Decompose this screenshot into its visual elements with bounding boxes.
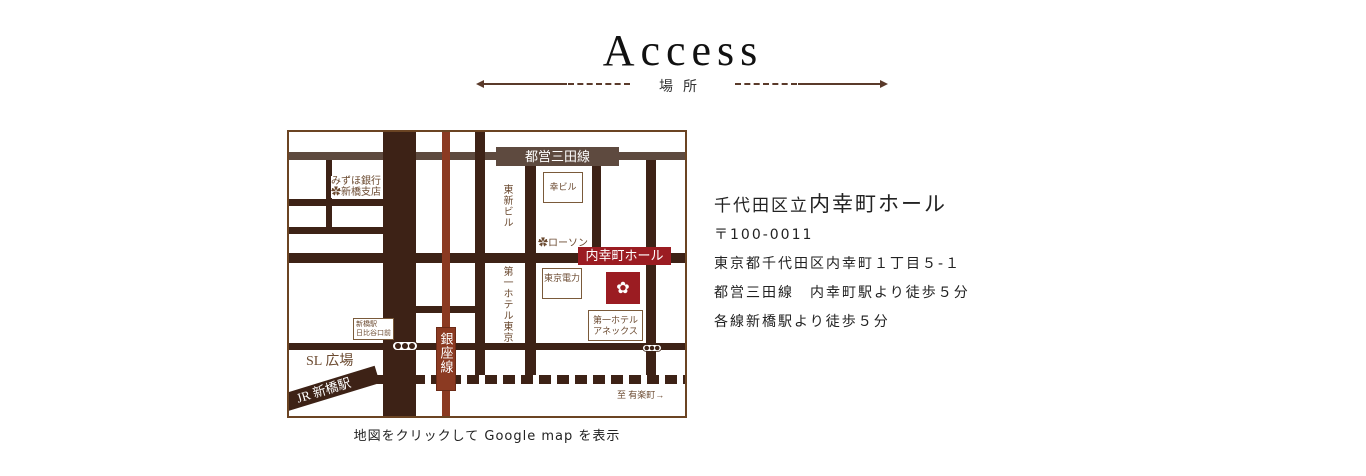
- road: [289, 343, 685, 350]
- postal-code: 〒100-0011: [714, 227, 814, 243]
- map-caption-link[interactable]: 地図をクリックして Google map を表示: [353, 429, 621, 444]
- road: [289, 152, 685, 160]
- mizuho-branch-label: ✿新橋支店: [331, 187, 381, 198]
- ginza-line: [442, 132, 450, 416]
- venue-name: 千代田区立内幸町ホール: [714, 192, 947, 216]
- address: 東京都千代田区内幸町１丁目５-１: [714, 256, 962, 272]
- road: [289, 199, 385, 206]
- arrow-left-icon: [476, 80, 484, 88]
- ginza-line-label: 銀座線: [436, 327, 456, 391]
- tepco-bldg: 東京電力: [542, 268, 582, 299]
- daiichi-hotel-label: 第一ホテル東京: [501, 266, 512, 343]
- divider-dash-right: [735, 83, 797, 85]
- road-main: [383, 132, 416, 416]
- yurakucho-direction: 至 有楽町→: [617, 390, 665, 400]
- access-shinbashi: 各線新橋駅より徒歩５分: [714, 314, 890, 330]
- arrow-right-icon: [880, 80, 888, 88]
- divider-dash-left: [568, 83, 630, 85]
- road: [475, 132, 485, 383]
- traffic-signal-icon: [392, 341, 418, 351]
- mita-line-label: 都営三田線: [496, 147, 619, 166]
- page-title: Access: [602, 26, 764, 75]
- lawson-label: ✿ローソン: [538, 238, 588, 249]
- section-subtitle: 場所: [659, 79, 707, 95]
- hall-marker-icon: ✿: [606, 272, 640, 304]
- traffic-signal-icon: [642, 344, 662, 352]
- road: [646, 160, 656, 383]
- exit-label: 新橋駅日比谷口前: [353, 318, 394, 340]
- jr-shinbashi-label: JR 新橋駅: [289, 365, 380, 413]
- mizuho-label: みずほ銀行: [331, 176, 381, 187]
- saiwai-bldg: 幸ビル: [543, 172, 583, 203]
- sl-square-label: SL 広場: [306, 354, 354, 369]
- road: [289, 253, 685, 263]
- road: [592, 160, 601, 260]
- road: [326, 160, 332, 227]
- access-map[interactable]: 銀座線 都営三田線 みずほ銀行 ✿新橋支店 東新ビル 第一ホテル東京 ✿ローソン…: [287, 130, 687, 418]
- divider-right: [798, 83, 886, 85]
- road: [525, 160, 536, 383]
- toshin-bldg-label: 東新ビル: [501, 184, 512, 228]
- hall-label: 内幸町ホール: [578, 247, 671, 265]
- railway: [377, 375, 685, 384]
- divider-left: [478, 83, 567, 85]
- access-mita: 都営三田線 内幸町駅より徒歩５分: [714, 285, 970, 301]
- annex-bldg: 第一ホテルアネックス: [588, 310, 643, 341]
- road: [289, 227, 385, 234]
